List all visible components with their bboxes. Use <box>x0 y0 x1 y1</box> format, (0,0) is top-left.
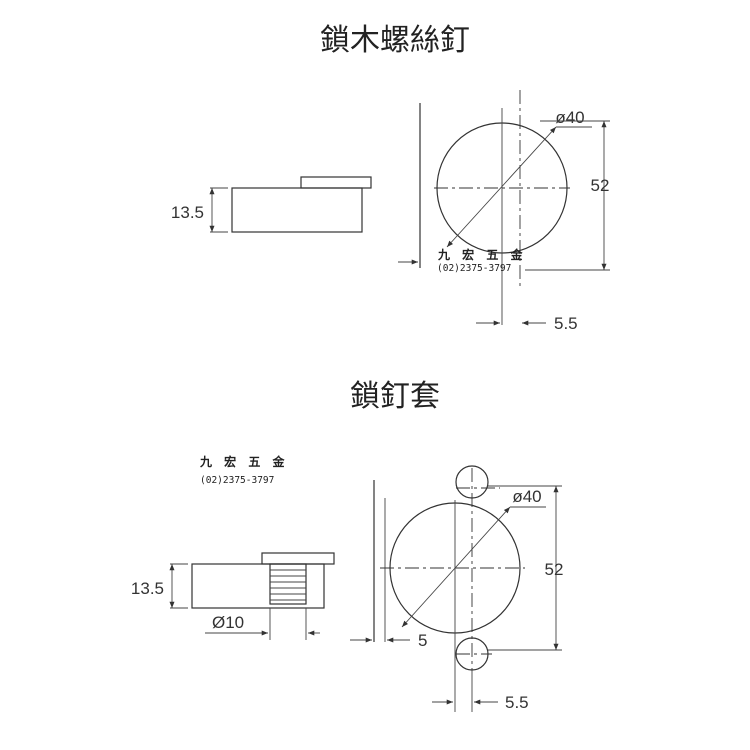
section1-title: 鎖木螺絲釘 <box>320 23 470 58</box>
section1-offset-label: 5.5 <box>554 314 578 333</box>
section1-diameter-label: ø40 <box>555 108 584 127</box>
section1-top-view: ø40 52 5.5 九 宏 五 金 (02)2375-3797 <box>398 90 610 333</box>
section1-side-height-label: 13.5 <box>171 203 204 222</box>
section2-pin-diameter-label: Ø10 <box>212 613 244 632</box>
section2-side-view: Ø10 13.5 <box>131 552 335 640</box>
section1-side-view: 13.5 <box>171 176 372 233</box>
section2-offset-label: 5.5 <box>505 693 529 712</box>
section2-brand-name: 九 宏 五 金 <box>199 454 289 469</box>
section2-top-view: ø40 52 5 5.5 <box>350 465 564 712</box>
section2-gap-label: 5 <box>418 631 427 650</box>
section1-brand-phone: (02)2375-3797 <box>437 263 511 274</box>
section1-height-label: 52 <box>591 176 610 195</box>
section2-side-height-label: 13.5 <box>131 579 164 598</box>
section2-title: 鎖釘套 <box>350 379 440 414</box>
section2-height-label: 52 <box>545 560 564 579</box>
section1-brand-name: 九 宏 五 金 <box>437 247 527 262</box>
section2-diameter-label: ø40 <box>512 487 541 506</box>
section2-brand-phone: (02)2375-3797 <box>200 475 274 486</box>
